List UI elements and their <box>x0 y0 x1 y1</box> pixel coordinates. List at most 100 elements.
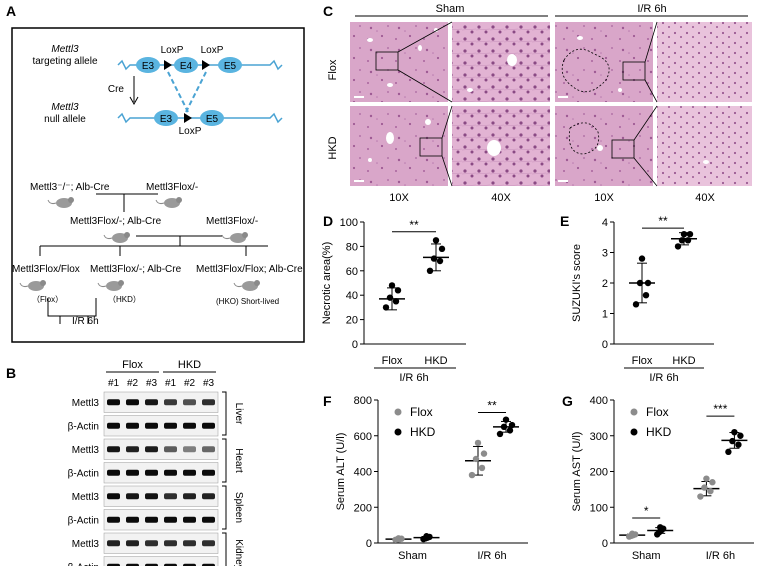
mouse-icon-gen1 <box>103 231 131 244</box>
panel-label-c: C <box>323 3 333 19</box>
blot-strip <box>103 556 219 566</box>
chart-g-ir-sig-stars: *** <box>713 402 727 416</box>
exon-e5-top-label: E5 <box>224 61 237 72</box>
chart-f-legend-label-hkd: HKD <box>410 425 436 439</box>
chart-e-flox-data-point <box>632 301 640 308</box>
loxp-label-3: LoxP <box>179 126 202 137</box>
chart-d-y-tick-label: 0 <box>352 339 358 351</box>
blot-band <box>164 399 177 406</box>
chart-d-y-tick-label: 60 <box>346 266 358 278</box>
chart-f-ir-hkd-data-point <box>508 421 516 429</box>
chart-f-y-tick-label: 400 <box>354 467 372 479</box>
loxp-label-2: LoxP <box>201 45 224 56</box>
chart-f-ir-flox-data-point <box>468 471 476 479</box>
chart-g-legend-label-flox: Flox <box>646 405 669 419</box>
chart-f-ir-hkd-data-point <box>500 423 508 431</box>
chart-e-hkd-data-point <box>678 237 686 244</box>
blot-strip <box>103 485 219 507</box>
chart-g-sham-hkd-data-point <box>657 524 664 531</box>
blot-band <box>145 446 158 453</box>
mag-label-3: 10X <box>594 192 614 204</box>
blot-band <box>164 493 177 500</box>
chart-f-ir-flox-data-point <box>478 464 486 472</box>
blot-band <box>107 493 120 500</box>
treatment-bracket <box>47 298 97 324</box>
blot-group-label: HKD <box>178 359 201 371</box>
chart-g-ir-hkd-data-point <box>731 428 738 436</box>
chart-d-y-label: Necrotic area(%) <box>321 242 333 325</box>
blot-band <box>202 516 215 523</box>
chart-g-ir-flox-data-point <box>707 487 714 495</box>
chart-g-y-tick-label: 400 <box>590 395 608 407</box>
panel-label-d: D <box>323 213 333 229</box>
blot-tissue-label: Liver <box>233 403 244 425</box>
blot-tissue-bracket <box>222 438 227 483</box>
mouse-icon-off1 <box>19 279 47 292</box>
loxp-label-1: LoxP <box>161 45 184 56</box>
blot-band <box>183 446 196 453</box>
scale-bars <box>354 96 568 182</box>
chart-d-flox-data-point <box>388 282 396 289</box>
chart-e-y-tick-label: 1 <box>602 309 608 321</box>
chart-d-sig-stars: ** <box>409 218 419 232</box>
ir-header: I/R 6h <box>637 3 666 15</box>
chart-f-y-tick-label: 0 <box>366 538 372 550</box>
chart-f-ir-flox-data-point <box>472 455 480 463</box>
loxp-triangle-1 <box>164 60 172 70</box>
blot-band <box>145 540 158 547</box>
panel-label-g: G <box>562 393 573 409</box>
blot-band <box>164 516 177 523</box>
exon-e4 <box>174 57 198 73</box>
histology-image-flox-sham-40x <box>452 22 550 102</box>
blot-tissue-label: Kidney <box>233 539 244 566</box>
blot-strip <box>103 438 219 460</box>
blot-row-label: Mettl3 <box>72 445 100 456</box>
blot-row-label: β-Actin <box>68 421 99 432</box>
blot-group-label: Flox <box>122 359 143 371</box>
chart-e-hkd-data-point <box>674 243 682 250</box>
chart-g-y-label: Serum AST (U/l) <box>571 432 583 512</box>
blot-band <box>202 422 215 429</box>
blot-band <box>183 493 196 500</box>
exon-e5-top <box>218 57 242 73</box>
histology-image-flox-sham-10x <box>350 22 448 102</box>
chart-g-legend-marker-flox <box>630 408 638 416</box>
chart-g-ir-flox-data-point <box>709 479 716 486</box>
histology-image-hkd-ir-40x <box>657 106 752 186</box>
chart-g-y-tick-label: 300 <box>590 431 608 443</box>
targeting-allele-line <box>117 59 283 71</box>
blot-band <box>183 540 196 547</box>
blot-band <box>107 563 120 566</box>
blot-tissue-bracket <box>222 391 227 436</box>
chart-d-hkd-data-point <box>432 237 440 244</box>
gen1-label: Mettl3Flox/-; Alb-Cre <box>70 216 162 227</box>
panel-a-frame <box>11 27 305 343</box>
treatment-label: I/R 6h <box>72 316 99 327</box>
chart-f-y-label: Serum ALT (U/l) <box>335 433 347 511</box>
blot-strip <box>103 462 219 484</box>
exon-e4-label: E4 <box>180 61 193 72</box>
chart-g-legend-label-hkd: HKD <box>646 425 672 439</box>
chart-d-x-tick-label: Flox <box>382 355 403 367</box>
chart-d-hkd-data-point <box>438 245 446 253</box>
chart-e-hkd-data-point <box>686 231 694 238</box>
chart-e-flox-data-point <box>638 255 646 262</box>
chart-f-sham-flox-data-point <box>395 535 402 542</box>
chart-d-flox-data-point <box>382 304 390 311</box>
chart-d-group-label: I/R 6h <box>399 372 428 384</box>
histology-row-flox: Flox <box>327 59 339 80</box>
gene-label-2: Mettl3 <box>51 102 79 113</box>
blot-lane-label: #2 <box>127 378 139 389</box>
mouse-icon-off3 <box>233 279 261 292</box>
chart-d-y-tick-label: 80 <box>346 241 358 253</box>
cross-line-1 <box>96 193 158 212</box>
blot-band <box>164 422 177 429</box>
chart-g-ir-hkd-data-point <box>737 432 744 439</box>
chart-g-sham-sig-stars: * <box>644 504 649 518</box>
chart-e-x-tick-label: HKD <box>672 355 695 367</box>
chart-f-ir-flox-data-point <box>480 450 488 457</box>
histology-vessels <box>367 28 709 164</box>
blot-band <box>107 446 120 453</box>
